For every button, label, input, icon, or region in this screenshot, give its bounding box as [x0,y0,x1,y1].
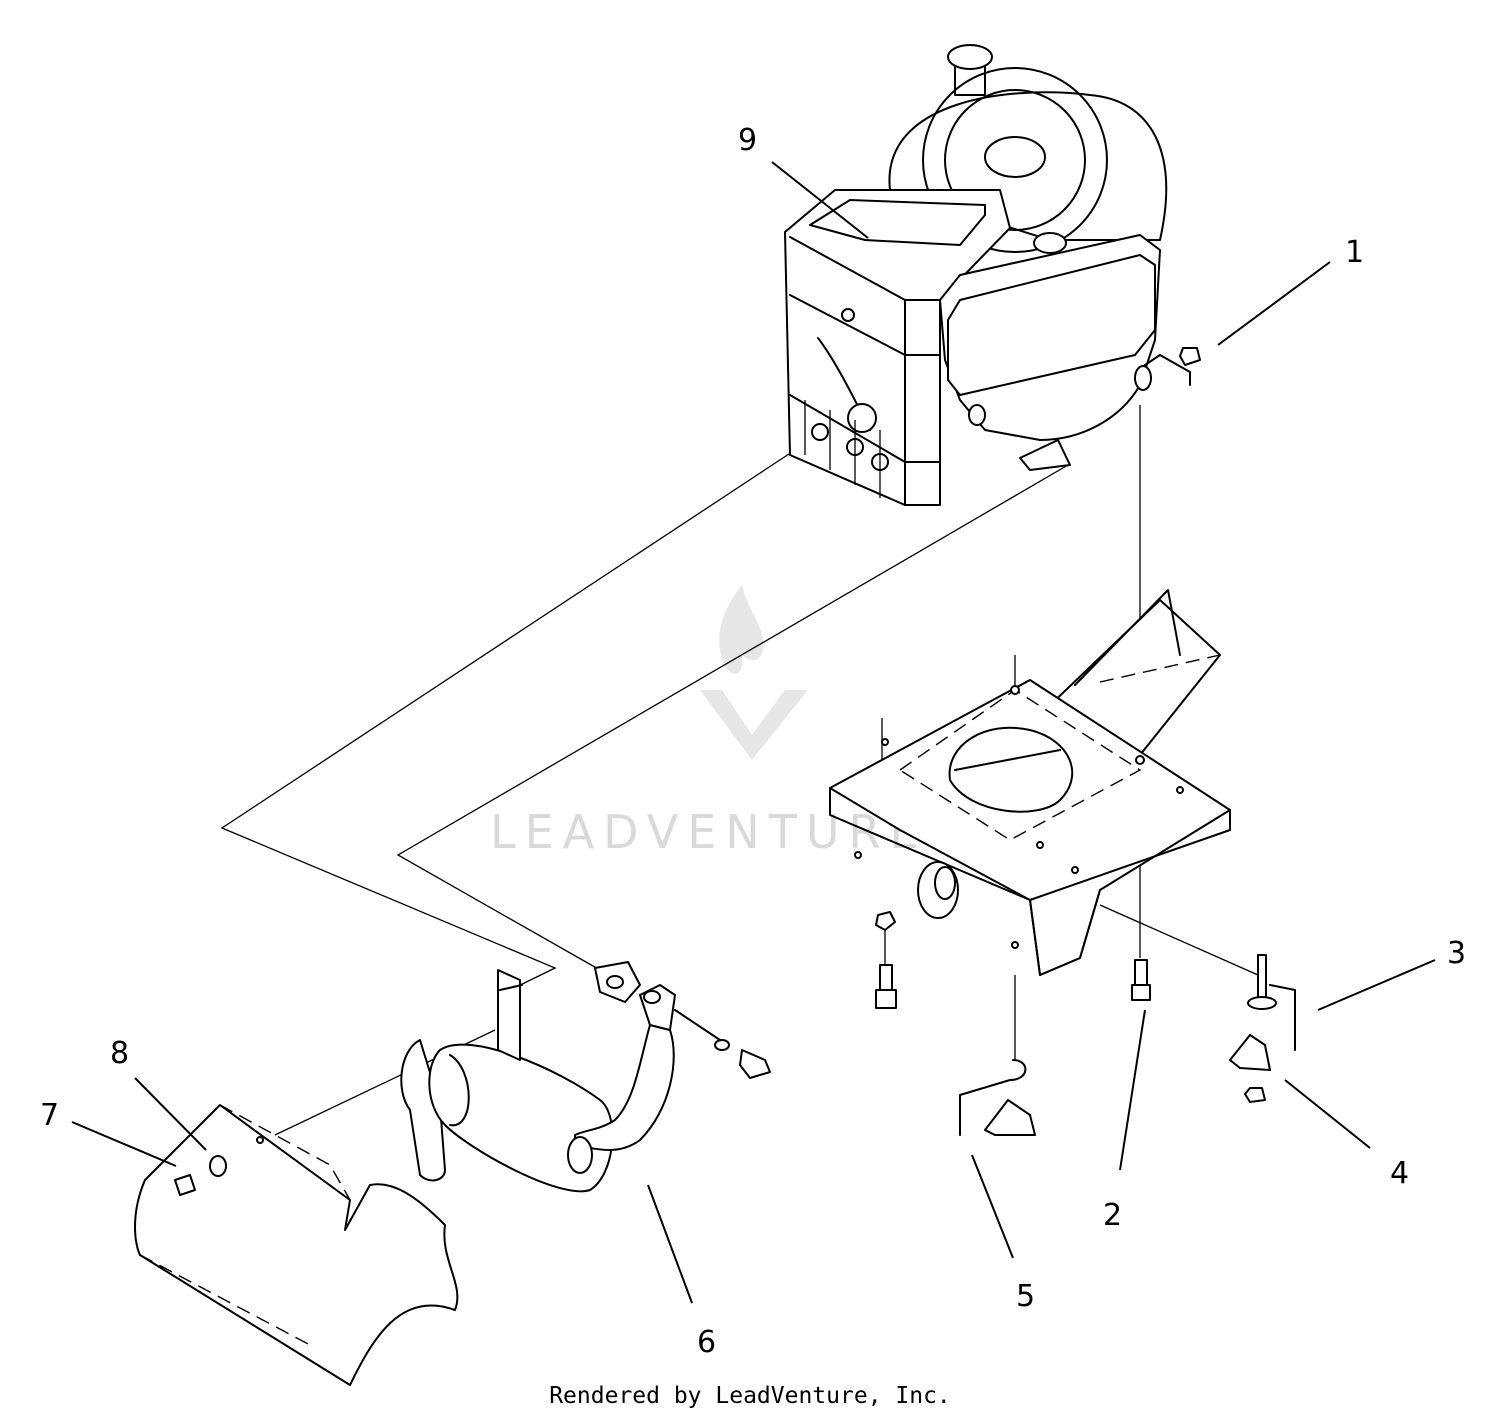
watermark-flame-logo [700,585,808,760]
rendered-by-credit: Rendered by LeadVenture, Inc. [549,1383,951,1409]
leader-5 [971,1154,1014,1259]
callout-8: 8 [110,1036,129,1071]
nut-part-1 [1144,347,1201,386]
callout-9: 9 [738,123,757,158]
callout-5: 5 [1016,1279,1035,1314]
callout-3: 3 [1447,936,1466,971]
callout-4: 4 [1390,1156,1409,1191]
bolts-and-nuts [875,911,1151,1009]
leader-3 [1317,959,1436,1011]
leader-8 [134,1077,207,1151]
rod-and-bracket-parts-3-4 [1229,954,1296,1103]
engine [784,44,1168,506]
leader-9 [771,161,869,239]
leader-6 [647,1184,693,1304]
leadventure-watermark: LEADVENTURE [490,585,928,859]
callout-7: 7 [40,1098,59,1133]
engine-mounting-plate [829,589,1231,976]
muffler-assembly [400,961,771,1193]
callout-6: 6 [697,1325,716,1360]
leader-7 [71,1121,177,1167]
rod-and-bracket-part-5 [959,1059,1036,1136]
heat-shield [134,1104,459,1386]
callout-1: 1 [1345,235,1364,270]
leader-2 [1119,1009,1146,1171]
leader-4 [1284,1079,1371,1149]
leader-lines [71,161,1436,1304]
leader-1 [1217,261,1331,346]
callout-labels: 1 2 3 4 5 6 7 8 9 [40,123,1466,1360]
watermark-text: LEADVENTURE [490,805,928,859]
callout-2: 2 [1103,1198,1122,1233]
